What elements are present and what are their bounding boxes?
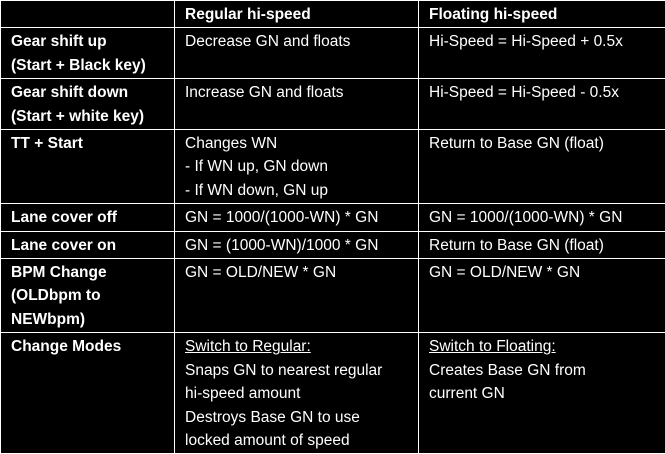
table-row: Gear shift up (Start + Black key) Decrea… — [1, 28, 665, 79]
header-regular-hi-speed: Regular hi-speed — [175, 1, 419, 28]
floating-text: Hi-Speed = Hi-Speed - 0.5x — [429, 81, 655, 104]
regular-cell: Increase GN and floats — [175, 79, 419, 130]
floating-cell: GN = 1000/(1000-WN) * GN — [419, 204, 665, 231]
header-floating-hi-speed: Floating hi-speed — [419, 1, 665, 28]
row-label-cell: Gear shift down (Start + white key) — [1, 79, 175, 130]
row-label-line: Lane cover off — [11, 206, 164, 229]
table-row: Gear shift down (Start + white key) Incr… — [1, 79, 665, 130]
regular-cell: Decrease GN and floats — [175, 28, 419, 79]
regular-text: Snaps GN to nearest regular — [185, 359, 408, 382]
header-empty-cell — [1, 1, 175, 28]
row-label-cell: BPM Change (OLDbpm to NEWbpm) — [1, 259, 175, 333]
regular-text: GN = OLD/NEW * GN — [185, 261, 408, 284]
switch-to-regular-heading: Switch to Regular: — [185, 335, 408, 358]
floating-cell: Hi-Speed = Hi-Speed - 0.5x — [419, 79, 665, 130]
regular-cell: Changes WN - If WN up, GN down - If WN d… — [175, 130, 419, 204]
regular-text: Decrease GN and floats — [185, 30, 408, 53]
regular-text: GN = (1000-WN)/1000 * GN — [185, 234, 408, 257]
regular-text: locked amount of speed — [185, 429, 408, 452]
row-label-cell: Lane cover off — [1, 204, 175, 231]
floating-text: Return to Base GN (float) — [429, 132, 655, 155]
switch-to-floating-heading: Switch to Floating: — [429, 335, 655, 358]
table-row: Change Modes Switch to Regular: Snaps GN… — [1, 333, 665, 454]
regular-cell: Switch to Regular: Snaps GN to nearest r… — [175, 333, 419, 454]
row-label-line: Gear shift down — [11, 81, 164, 104]
regular-text: Destroys Base GN to use — [185, 406, 408, 429]
floating-cell: Switch to Floating: Creates Base GN from… — [419, 333, 665, 454]
row-label-cell: Lane cover on — [1, 231, 175, 258]
row-label-line: (Start + white key) — [11, 105, 164, 128]
floating-text: GN = OLD/NEW * GN — [429, 261, 655, 284]
floating-text: current GN — [429, 382, 655, 405]
row-label-cell: Change Modes — [1, 333, 175, 454]
regular-cell: GN = 1000/(1000-WN) * GN — [175, 204, 419, 231]
regular-text: hi-speed amount — [185, 382, 408, 405]
row-label-line: TT + Start — [11, 132, 164, 155]
row-label-line: (OLDbpm to — [11, 284, 164, 307]
header-row: Regular hi-speed Floating hi-speed — [1, 1, 665, 28]
regular-cell: GN = OLD/NEW * GN — [175, 259, 419, 333]
row-label-cell: Gear shift up (Start + Black key) — [1, 28, 175, 79]
floating-text: GN = 1000/(1000-WN) * GN — [429, 206, 655, 229]
row-label-line: Lane cover on — [11, 234, 164, 257]
row-label-line: Gear shift up — [11, 30, 164, 53]
floating-cell: Hi-Speed = Hi-Speed + 0.5x — [419, 28, 665, 79]
floating-text: Return to Base GN (float) — [429, 234, 655, 257]
floating-cell: Return to Base GN (float) — [419, 130, 665, 204]
regular-text: - If WN up, GN down — [185, 155, 408, 178]
table-row: Lane cover on GN = (1000-WN)/1000 * GN R… — [1, 231, 665, 258]
row-label-line: NEWbpm) — [11, 308, 164, 331]
table-row: Lane cover off GN = 1000/(1000-WN) * GN … — [1, 204, 665, 231]
regular-text: Changes WN — [185, 132, 408, 155]
regular-text: - If WN down, GN up — [185, 179, 408, 202]
regular-text: GN = 1000/(1000-WN) * GN — [185, 206, 408, 229]
table-row: TT + Start Changes WN - If WN up, GN dow… — [1, 130, 665, 204]
row-label-cell: TT + Start — [1, 130, 175, 204]
table-row: BPM Change (OLDbpm to NEWbpm) GN = OLD/N… — [1, 259, 665, 333]
floating-text: Creates Base GN from — [429, 359, 655, 382]
regular-text: Increase GN and floats — [185, 81, 408, 104]
row-label-line: BPM Change — [11, 261, 164, 284]
floating-cell: GN = OLD/NEW * GN — [419, 259, 665, 333]
row-label-line: (Start + Black key) — [11, 54, 164, 77]
row-label-line: Change Modes — [11, 335, 164, 358]
floating-cell: Return to Base GN (float) — [419, 231, 665, 258]
regular-cell: GN = (1000-WN)/1000 * GN — [175, 231, 419, 258]
floating-text: Hi-Speed = Hi-Speed + 0.5x — [429, 30, 655, 53]
